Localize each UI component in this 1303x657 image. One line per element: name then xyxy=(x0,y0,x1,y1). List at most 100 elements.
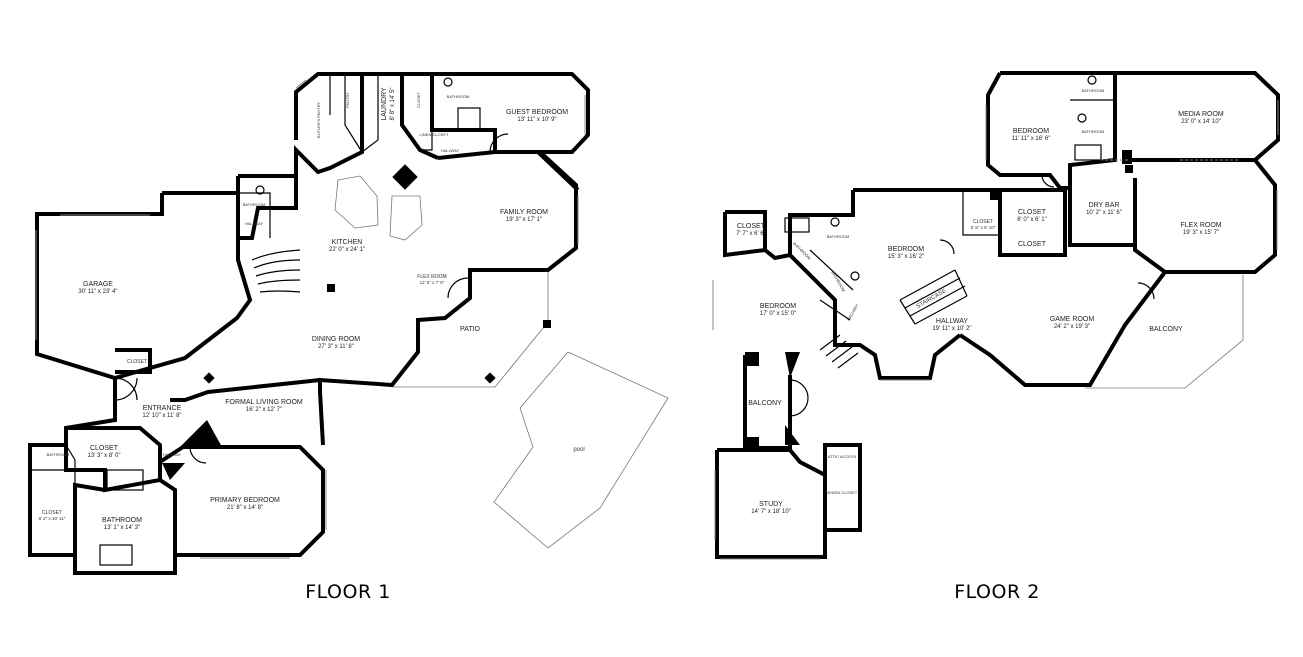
room-label-garage: GARAGE xyxy=(83,281,113,288)
toilet-icon xyxy=(1087,75,1097,85)
tub-icon xyxy=(106,469,144,491)
room-dims-primary-bedroom: 21' 8" x 14' 8" xyxy=(227,505,263,511)
room-dims-family-room: 19' 3" x 17' 1" xyxy=(506,217,542,223)
small-label-hidden-closet: HIDDEN CLOSET xyxy=(825,490,858,495)
toilet-icon xyxy=(850,271,860,281)
closet-wall xyxy=(64,426,162,493)
dining-south-wall xyxy=(170,378,321,402)
floor-1-labels: GARAGE 30' 11" x 23' 4" KITCHEN 22' 0" x… xyxy=(39,87,585,531)
small-label-hallway-2f-small: HALLWAY xyxy=(846,303,860,322)
room-label-patio: PATIO xyxy=(460,326,481,333)
attic-wall xyxy=(823,443,862,532)
room-label-balcony-east: BALCONY xyxy=(1149,326,1183,333)
room-label-bathroom-primary: BATHROOM xyxy=(102,517,142,524)
room-dims-bedroom-west: 17' 0" x 15' 0" xyxy=(760,311,796,317)
room-label-formal-living-room: FORMAL LIVING ROOM xyxy=(225,399,303,406)
room-dims-laundry: 8' 8" x 14' 5" xyxy=(390,88,396,121)
small-label-butlers-pantry: BUTLER'S PANTRY xyxy=(316,102,321,139)
room-dims-media-room: 23' 0" x 14' 10" xyxy=(1181,119,1221,125)
patio-edge xyxy=(393,270,549,388)
floor-2-plan xyxy=(712,71,1280,560)
room-label-closet-small: CLOSET xyxy=(973,219,993,225)
toilet-icon xyxy=(443,77,453,87)
room-label-primary-bedroom: PRIMARY BEDROOM xyxy=(210,497,280,504)
room-dims-kitchen: 22' 0" x 24' 1" xyxy=(329,247,365,253)
room-dims-dry-bar: 10' 2" x 11' 6" xyxy=(1086,210,1122,216)
room-label-bedroom-center: BEDROOM xyxy=(888,246,924,253)
toilet-icon xyxy=(830,217,840,227)
tub-icon xyxy=(99,544,133,566)
room-dims-entrance: 12' 10" x 11' 8" xyxy=(142,413,181,419)
room-label-family-room: FAMILY ROOM xyxy=(500,209,548,216)
small-label-hallway-2: HALLWAY xyxy=(441,148,460,153)
room-label-dining-room: DINING ROOM xyxy=(312,336,360,343)
room-dims-bathroom-primary: 13' 1" x 14' 3" xyxy=(104,525,140,531)
small-label-hallway-3: HALLWAY xyxy=(245,221,264,226)
tub-icon xyxy=(1074,144,1102,161)
small-label-closet: CLOSET xyxy=(416,91,421,108)
room-dims-closet-nw: 7' 7" x 6' 6" xyxy=(736,231,766,237)
floor2-staircase xyxy=(899,269,968,325)
room-label-hallway-2f: HALLWAY xyxy=(936,318,968,325)
room-dims-formal-living-room: 16' 2" x 12' 7" xyxy=(246,407,282,413)
small-label-bathroom-2f-1: BATHROOM xyxy=(1082,88,1105,93)
laundry-wall xyxy=(362,72,439,160)
door-arc xyxy=(114,377,138,401)
room-dims-closet-mid: 8' 0" x 6' 1" xyxy=(1017,217,1047,223)
room-label-kitchen: KITCHEN xyxy=(332,239,363,246)
room-label-balcony-west: BALCONY xyxy=(748,400,782,407)
room-label-study: STUDY xyxy=(759,501,783,508)
game-room-wall xyxy=(958,270,1167,387)
small-label-bathroom-2: BATHROOM xyxy=(447,94,470,99)
floor-2-labels: BEDROOM 11' 11" x 16' 6" MEDIA ROOM 23' … xyxy=(736,88,1224,515)
guest-bedroom-wall xyxy=(402,72,590,154)
room-dims-bedroom-ne: 11' 11" x 16' 6" xyxy=(1012,136,1051,142)
floor-1-plan xyxy=(28,72,669,575)
room-label-closet-primary: CLOSET xyxy=(90,445,119,452)
small-label-pantry: PANTRY xyxy=(345,92,350,108)
entry-closet-wall xyxy=(115,348,152,374)
bedroom-center-south xyxy=(788,190,855,330)
small-label-hallway-1: HALLWAY xyxy=(163,452,182,457)
small-label-bathroom-3: BATHROOM xyxy=(243,202,266,207)
small-label-attic-access: ATTIC ACCESS xyxy=(828,454,857,459)
room-label-closet-lower: CLOSET xyxy=(1018,241,1047,248)
closet-pair-wall xyxy=(1000,188,1067,257)
balcony-east-rail xyxy=(1085,275,1244,389)
east-diagonal xyxy=(536,150,580,192)
floor-2-title: FLOOR 2 xyxy=(954,581,1040,603)
room-label-game-room: GAME ROOM xyxy=(1050,316,1095,323)
hallway-wall xyxy=(833,330,962,380)
small-label-bathroom-2f-3: BATHROOM xyxy=(827,234,850,239)
room-label-guest-bedroom: GUEST BEDROOM xyxy=(506,109,568,116)
room-label-bedroom-west: BEDROOM xyxy=(760,303,796,310)
room-dims-flex-room-2: 19' 3" x 15' 7" xyxy=(1183,230,1219,236)
room-label-closet-mid: CLOSET xyxy=(1018,209,1047,216)
tub-icon xyxy=(784,217,810,233)
room-dims-guest-bedroom: 13' 11" x 10' 9" xyxy=(517,117,556,123)
room-dims-hallway-2f: 19' 11" x 10' 2" xyxy=(932,326,971,332)
toilet-icon xyxy=(1077,113,1087,123)
room-dims-dining-room: 27' 3" x 11' 8" xyxy=(318,344,354,350)
room-label-flex-room-2: FLEX ROOM xyxy=(1180,222,1221,229)
room-dims-bedroom-center: 15' 3" x 16' 2" xyxy=(888,254,924,260)
family-room-wall xyxy=(318,150,578,446)
room-dims-closet-primary: 13' 3" x 8' 0" xyxy=(88,453,121,459)
pool-label: pool xyxy=(573,447,584,453)
room-dims-game-room: 24' 2" x 19' 3" xyxy=(1054,324,1090,330)
flex-room-wall xyxy=(1132,158,1277,274)
room-label-entrance: ENTRANCE xyxy=(143,405,182,412)
small-label-bathroom-1: BATHROOM xyxy=(47,452,70,457)
floor-1-title: FLOOR 1 xyxy=(305,581,391,603)
room-dims-flex-room: 12' 5" x 7' 8" xyxy=(420,280,445,285)
floor1-stairs xyxy=(251,249,301,293)
main-wall-north xyxy=(236,174,298,240)
room-label-dry-bar: DRY BAR xyxy=(1089,202,1120,209)
entrance-wall xyxy=(28,378,177,575)
kitchen-island xyxy=(334,175,379,229)
small-label-bathroom-2f-2: BATHROOM xyxy=(1082,129,1105,134)
room-label-closet-nw: CLOSET xyxy=(737,223,766,230)
dry-bar-wall xyxy=(1068,188,1135,247)
room-dims-study: 14' 7" x 18' 10" xyxy=(751,509,791,515)
